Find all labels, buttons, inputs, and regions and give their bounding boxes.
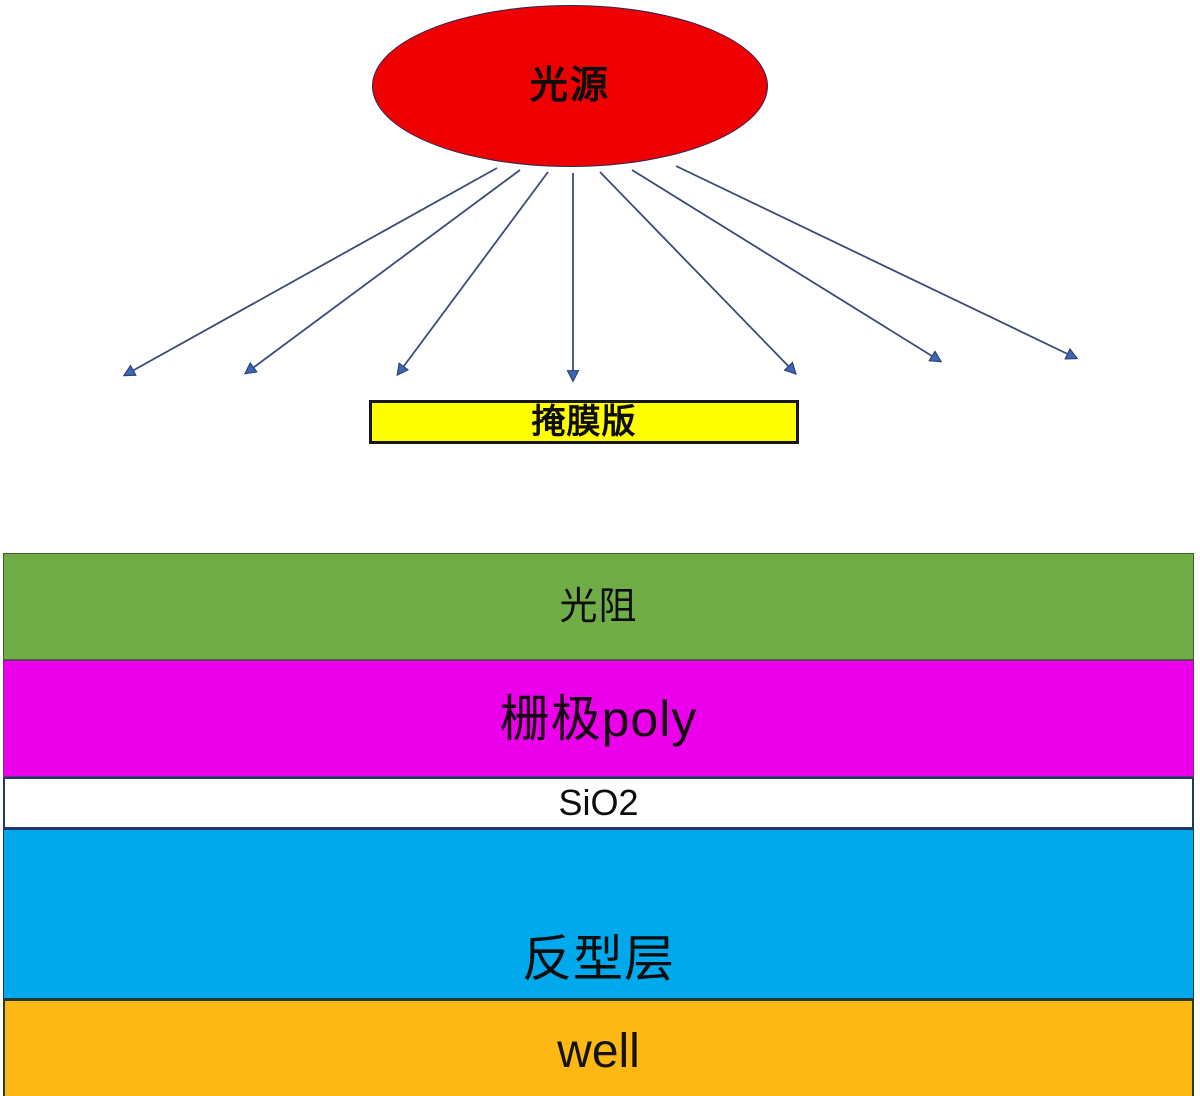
layer-inversion: 反型层 bbox=[3, 829, 1194, 999]
layer-photoresist: 光阻 bbox=[3, 553, 1194, 660]
ray-2-left bbox=[246, 169, 521, 373]
layer-gate-poly-label: 栅极poly bbox=[499, 690, 698, 747]
layer-photoresist-label: 光阻 bbox=[559, 585, 638, 628]
ray-6-right bbox=[631, 169, 940, 361]
light-rays-group bbox=[0, 165, 1200, 550]
light-source-label: 光源 bbox=[529, 65, 610, 107]
layer-sio2-label: SiO2 bbox=[558, 782, 639, 823]
layer-well: well bbox=[3, 999, 1194, 1096]
light-source-ellipse: 光源 bbox=[372, 5, 768, 167]
layer-sio2: SiO2 bbox=[3, 777, 1194, 829]
layer-gate-poly: 栅极poly bbox=[3, 660, 1194, 777]
photomask-label: 掩膜版 bbox=[531, 403, 637, 441]
layer-inversion-label: 反型层 bbox=[522, 931, 675, 987]
exposure-scene: 光源 掩膜版 bbox=[0, 5, 1200, 550]
layer-well-label: well bbox=[557, 1025, 640, 1078]
ray-7-far-right bbox=[675, 165, 1076, 358]
ray-3-inner-left bbox=[398, 171, 549, 374]
ray-1-far-left bbox=[125, 167, 498, 375]
wafer-layer-stack: 光阻 栅极poly SiO2 反型层 well bbox=[3, 553, 1194, 1096]
photomask-rectangle: 掩膜版 bbox=[369, 400, 799, 444]
ray-5-inner-right bbox=[599, 171, 795, 373]
